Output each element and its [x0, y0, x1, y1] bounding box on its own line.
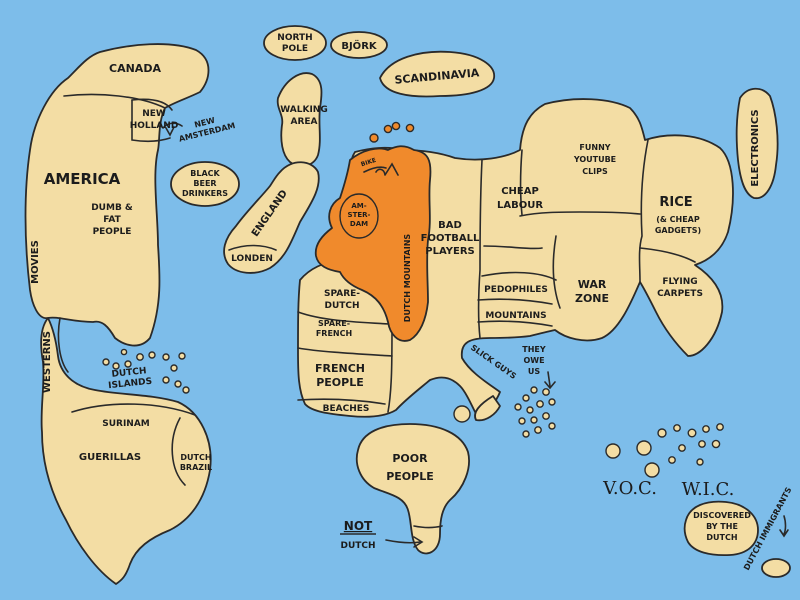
- label-bjork: BJÖRK: [341, 38, 378, 52]
- discovered-by-the-dutch-island: [683, 500, 759, 557]
- label-beaches: BEACHES: [323, 404, 370, 414]
- label-america: AMERICA: [44, 170, 121, 188]
- dutch-immigrants-arrow: [779, 515, 789, 538]
- label-westerns: WESTERNS: [42, 331, 53, 393]
- label-surinam: SURINAM: [102, 419, 150, 429]
- england-island: [223, 161, 320, 274]
- label-dutch-mountains: DUTCH MOUNTAINS: [403, 234, 412, 323]
- label-amsterdam: AM-STER-DAM: [348, 202, 371, 228]
- slick-guys-islands: [453, 386, 556, 438]
- label-spare-dutch: SPARE-DUTCH: [324, 289, 360, 311]
- label-rice: RICE: [659, 195, 692, 210]
- black-beer-drinkers-island: [170, 161, 240, 207]
- not-dutch-arrow: [385, 536, 424, 548]
- americas-landmass: [24, 43, 212, 585]
- label-dutch-not: DUTCH: [340, 541, 375, 551]
- electronics-island: [735, 87, 779, 199]
- label-movies: MOVIES: [30, 240, 41, 284]
- label-bike: BIKE: [360, 157, 377, 168]
- netherlands: [314, 121, 432, 342]
- label-electronics: ELECTRONICS: [750, 109, 761, 186]
- bjork-island: [330, 31, 388, 59]
- dutch-islands-dots: [102, 348, 190, 394]
- label-mountains: MOUNTAINS: [485, 311, 546, 321]
- label-wic: W.I.C.: [682, 479, 735, 500]
- voc-islands: [605, 423, 724, 478]
- label-pedophiles: PEDOPHILES: [484, 285, 548, 295]
- bike-pointer: [363, 166, 387, 173]
- poor-people-landmass: [355, 423, 470, 555]
- north-pole-island: [263, 25, 327, 61]
- label-voc: V.O.C.: [602, 478, 657, 499]
- label-guerillas: GUERILLAS: [79, 452, 141, 463]
- scandinavia-landmass: [379, 50, 495, 98]
- label-dutch-islands: DUTCHISLANDS: [107, 366, 153, 391]
- new-amsterdam-pointer: [162, 122, 183, 137]
- label-londen: LONDEN: [231, 254, 273, 264]
- label-not: NOT: [344, 519, 373, 533]
- they-owe-us-arrow: [544, 371, 556, 390]
- walking-area-island: [276, 72, 323, 168]
- dutch-immigrants-island: [761, 558, 791, 578]
- label-canada: CANADA: [109, 62, 161, 75]
- amsterdam-city: [339, 193, 379, 239]
- label-spare-french: SPARE-FRENCH: [316, 319, 352, 338]
